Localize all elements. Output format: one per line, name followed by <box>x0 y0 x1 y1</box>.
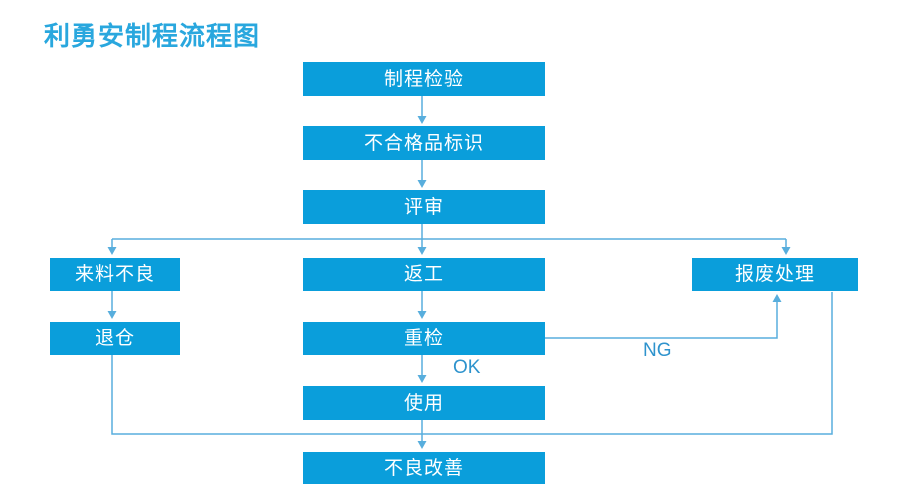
edge-label-ng: NG <box>643 340 672 361</box>
node-label: 报废处理 <box>734 264 815 285</box>
node-recheck: 重检 <box>303 322 545 355</box>
node-label: 不合格品标识 <box>363 132 484 154</box>
node-label: 退仓 <box>94 328 135 349</box>
node-review: 评审 <box>303 190 545 224</box>
node-label: 不良改善 <box>383 457 464 479</box>
node-defect-improvement: 不良改善 <box>303 452 545 484</box>
node-label: 使用 <box>403 392 444 414</box>
node-nonconforming-product-marking: 不合格品标识 <box>303 126 545 160</box>
node-process-inspection: 制程检验 <box>303 62 545 96</box>
node-label: 来料不良 <box>74 264 155 285</box>
node-label: 评审 <box>403 196 444 218</box>
node-incoming-material-defect: 来料不良 <box>50 258 180 291</box>
node-label: 重检 <box>403 328 444 349</box>
connector-recheck-scrap <box>545 294 782 339</box>
node-scrap-disposal: 报废处理 <box>692 258 858 291</box>
edge-label-ok: OK <box>453 357 481 378</box>
node-rework: 返工 <box>303 258 545 291</box>
node-label: 制程检验 <box>383 68 464 90</box>
node-use: 使用 <box>303 386 545 420</box>
page-title: 利勇安制程流程图 <box>44 21 261 51</box>
node-return-to-warehouse: 退仓 <box>50 322 180 355</box>
node-label: 返工 <box>403 264 444 285</box>
